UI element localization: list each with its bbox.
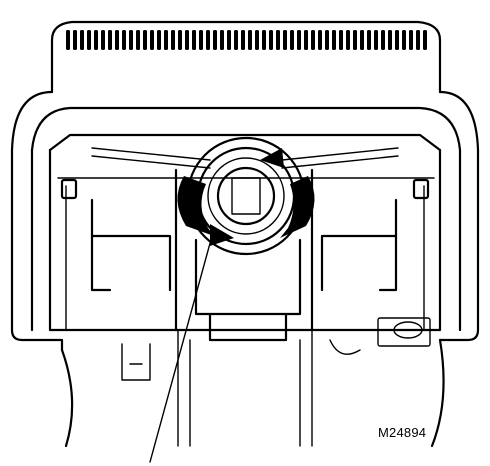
right-arrowhead [260,148,284,168]
cover-rib [80,30,84,50]
cover-rib [304,30,308,50]
cover-rib [374,30,378,50]
cover-rib [416,30,420,50]
cover-rib [276,30,280,50]
cover-rib [346,30,350,50]
cover-rib [395,30,399,50]
cover-rib [199,30,203,50]
cover-rib [423,30,427,50]
left-arrowhead [210,224,234,246]
cover-rib [192,30,196,50]
cover-rib [178,30,182,50]
cover-rib [122,30,126,50]
cover-rib [325,30,329,50]
inner-frame [48,133,442,332]
cover-rib [353,30,357,50]
left-arrow-band [177,176,214,236]
cover-rib [227,30,231,50]
cover-rib [129,30,133,50]
cover-rib [360,30,364,50]
cover-rib [388,30,392,50]
cover-rib [101,30,105,50]
cover-rib [318,30,322,50]
cover-rib [87,30,91,50]
drawing-code-label: M24894 [378,425,427,440]
cover-rib [283,30,287,50]
cover-rib [290,30,294,50]
cover-rib [339,30,343,50]
cover-ribs [66,30,427,50]
cover-rib [108,30,112,50]
cover-rib [367,30,371,50]
cover-rib [171,30,175,50]
cover-rib [94,30,98,50]
cover-rib [220,30,224,50]
cover-rib [206,30,210,50]
cover-rib [185,30,189,50]
cover-rib [234,30,238,50]
cover-rib [402,30,406,50]
cover-rib [381,30,385,50]
rotation-arrows [177,148,315,246]
cover-rib [157,30,161,50]
cover-rib [311,30,315,50]
cover-rib [269,30,273,50]
outer-housing [10,90,480,352]
cover-rib [409,30,413,50]
right-arrow-band [280,176,315,238]
cover-rib [332,30,336,50]
cover-rib [143,30,147,50]
cover-rib [297,30,301,50]
cover-rib [136,30,140,50]
cover-rib [213,30,217,50]
cover-rib [241,30,245,50]
cover-rib [150,30,154,50]
cover-rib [248,30,252,50]
lower-base [60,317,445,448]
lens-assembly [186,136,306,256]
cover-rib [255,30,259,50]
cover-rib [115,30,119,50]
cover-rib [262,30,266,50]
leader-line [149,235,213,463]
ribbed-top-cover [50,20,442,94]
cover-rib [73,30,77,50]
cover-rib [66,30,70,50]
cover-rib [164,30,168,50]
